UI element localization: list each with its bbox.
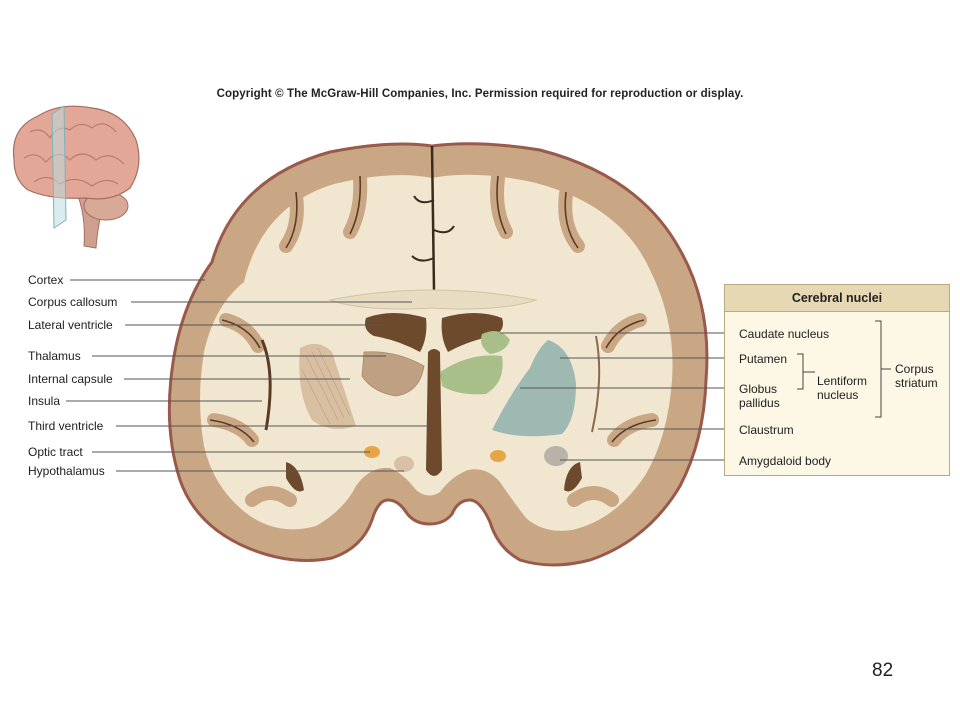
thumbnail-coronal-plane (51, 105, 67, 229)
nuclei-brackets (797, 320, 891, 418)
label-hypothalamus: Hypothalamus (28, 464, 105, 478)
fissure-branches (411, 195, 455, 262)
label-third-ventricle: Third ventricle (28, 419, 104, 433)
label-thalamus: Thalamus (28, 349, 81, 363)
label-globus: Globus (739, 382, 778, 396)
internal-capsule-left (299, 343, 356, 429)
amygdaloid-body-right (544, 446, 568, 466)
label-putamen: Putamen (739, 352, 788, 366)
label-corpus-callosum: Corpus callosum (28, 295, 118, 309)
temporal-horn-right (564, 462, 582, 492)
corpus-callosum (328, 289, 538, 310)
cerebral-nuclei-box: Cerebral nuclei Caudate nucleus Putamen … (724, 284, 950, 476)
optic-tract-right (490, 450, 506, 462)
coronal-section (167, 142, 709, 567)
thumbnail-gyri (23, 123, 125, 187)
label-claustrum: Claustrum (739, 423, 794, 437)
cerebral-nuclei-title: Cerebral nuclei (725, 285, 949, 312)
right-leader-lines (500, 332, 736, 461)
right-lateral-ventricle (441, 313, 503, 352)
label-lateral-ventricle: Lateral ventricle (28, 318, 113, 332)
label-internal-capsule: Internal capsule (28, 372, 113, 386)
globus-pallidus-right (440, 355, 503, 395)
left-leader-lines (66, 279, 430, 472)
thumbnail-cerebrum (12, 105, 140, 200)
label-corpus: Corpus (895, 362, 934, 376)
left-lateral-ventricle (365, 313, 427, 352)
label-pallidus: pallidus (739, 396, 780, 410)
label-optic-tract: Optic tract (28, 445, 83, 459)
copyright-notice: Copyright © The McGraw-Hill Companies, I… (216, 88, 744, 100)
hypothalamus (394, 456, 414, 472)
label-cortex: Cortex (28, 273, 64, 287)
label-caudate-nucleus: Caudate nucleus (739, 327, 830, 341)
thalamus-left (361, 351, 425, 397)
third-ventricle (426, 349, 442, 476)
page-number: 82 (872, 660, 894, 681)
caudate-right (481, 331, 510, 354)
longitudinal-fissure (430, 145, 436, 291)
label-lentiform: Lentiform (817, 374, 868, 388)
claustrum-right (591, 335, 601, 433)
temporal-horn-left (286, 462, 304, 492)
label-striatum: striatum (895, 376, 938, 390)
optic-tract-left (364, 446, 380, 458)
brain-orientation-thumbnail (12, 105, 140, 249)
label-amygdaloid-body: Amygdaloid body (739, 454, 832, 468)
label-nucleus: nucleus (817, 388, 859, 402)
label-insula: Insula (28, 394, 61, 408)
sulcus-lines (209, 175, 657, 443)
